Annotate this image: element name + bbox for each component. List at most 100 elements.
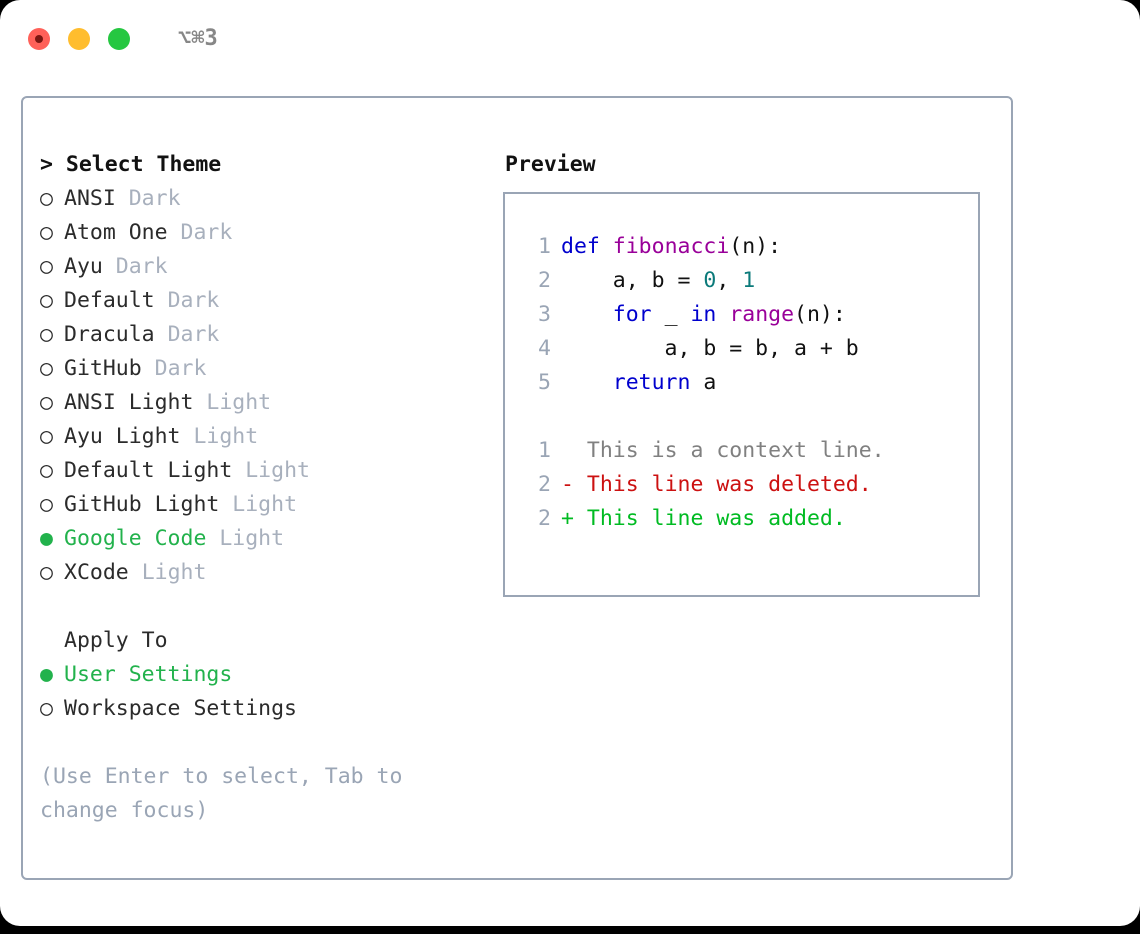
- theme-list-item[interactable]: ○GitHub Light Light: [40, 488, 503, 522]
- radio-unselected-icon: ○: [40, 560, 53, 585]
- title-bar: ⌥⌘3: [0, 0, 1140, 78]
- diff-sign: +: [561, 506, 574, 531]
- code-token: a, b = b, a + b: [561, 336, 859, 361]
- line-number: 3: [538, 302, 551, 327]
- apply-to-option[interactable]: ○Workspace Settings: [40, 692, 503, 726]
- theme-name: Ayu Light: [64, 424, 181, 449]
- theme-list-item[interactable]: ○Dracula Dark: [40, 318, 503, 352]
- spacer: [142, 356, 155, 381]
- maximize-button[interactable]: [108, 28, 130, 50]
- diff-sign: -: [561, 472, 574, 497]
- line-number: 2: [538, 506, 551, 531]
- theme-name: XCode: [64, 560, 129, 585]
- code-token: (n):: [729, 234, 782, 259]
- spacer: [129, 560, 142, 585]
- spacer: [232, 458, 245, 483]
- theme-category: Light: [245, 458, 310, 483]
- window-title: ⌥⌘3: [178, 26, 218, 51]
- theme-name: Default Light: [64, 458, 233, 483]
- radio-unselected-icon: ○: [40, 186, 53, 211]
- keyboard-hint: (Use Enter to select, Tab to change focu…: [40, 764, 403, 823]
- theme-list-item[interactable]: ●Google Code Light: [40, 522, 503, 556]
- code-token: (n):: [794, 302, 846, 327]
- apply-to-label: User Settings: [64, 662, 233, 687]
- diff-sample: 1 This is a context line. 2- This line wa…: [525, 434, 978, 536]
- theme-name: Dracula: [64, 322, 155, 347]
- code-token: return: [612, 370, 691, 395]
- theme-category: Dark: [128, 186, 181, 211]
- theme-category: Light: [232, 492, 298, 517]
- code-token: range: [729, 302, 795, 327]
- theme-list[interactable]: ○ANSI Dark○Atom One Dark○Ayu Dark○Defaul…: [40, 182, 503, 590]
- code-line: 2 a, b = 0, 1: [525, 264, 978, 298]
- theme-list-item[interactable]: ○Default Dark: [40, 284, 503, 318]
- line-number: 2: [538, 268, 551, 293]
- code-token: a: [690, 370, 717, 395]
- spacer: [181, 424, 194, 449]
- theme-list-item[interactable]: ○ANSI Dark: [40, 182, 503, 216]
- apply-to-list[interactable]: ● User Settings ○Workspace Settings: [40, 658, 503, 726]
- spacer: [574, 472, 587, 497]
- close-button[interactable]: [28, 28, 50, 50]
- code-token: ,: [716, 268, 743, 293]
- minimize-button[interactable]: [68, 28, 90, 50]
- preview-heading: Preview: [505, 152, 596, 177]
- theme-category: Light: [141, 560, 207, 585]
- apply-to-label: Workspace Settings: [64, 696, 297, 721]
- diff-text: This line was added.: [586, 506, 846, 531]
- theme-category: Light: [219, 526, 285, 551]
- theme-category: Dark: [180, 220, 233, 245]
- theme-list-item[interactable]: ○GitHub Dark: [40, 352, 503, 386]
- theme-category: Dark: [115, 254, 168, 279]
- theme-list-item[interactable]: ○ANSI Light Light: [40, 386, 503, 420]
- theme-name: GitHub: [64, 356, 142, 381]
- spacer: [206, 526, 219, 551]
- spacer: [155, 288, 168, 313]
- diff-line: 1 This is a context line.: [525, 434, 978, 468]
- line-number: 2: [538, 472, 551, 497]
- theme-name: ANSI Light: [64, 390, 194, 415]
- code-token: 0: [703, 268, 717, 293]
- theme-name: Ayu: [64, 254, 103, 279]
- spacer: [103, 254, 116, 279]
- code-token: def: [561, 234, 600, 259]
- spacer: [155, 322, 168, 347]
- apply-to-heading: Apply To: [64, 628, 168, 653]
- spacer: [574, 438, 587, 463]
- code-token: _: [651, 302, 691, 327]
- theme-name: Atom One: [64, 220, 168, 245]
- theme-category: Dark: [154, 356, 207, 381]
- line-number: 1: [538, 438, 551, 463]
- theme-category: Light: [193, 424, 259, 449]
- spacer: [574, 506, 587, 531]
- theme-selection-pane: > Select Theme ○ANSI Dark○Atom One Dark○…: [23, 98, 503, 878]
- line-number: 5: [538, 370, 551, 395]
- code-token: [716, 302, 729, 327]
- select-theme-heading: > Select Theme: [40, 152, 222, 177]
- theme-list-item[interactable]: ○ XCode Light: [40, 556, 503, 590]
- diff-line: 2 + This line was added.: [525, 502, 978, 536]
- dialog-card: > Select Theme ○ANSI Dark○Atom One Dark○…: [21, 96, 1013, 880]
- code-token: for: [612, 302, 652, 327]
- theme-name: Google Code: [64, 526, 207, 551]
- theme-name: Default: [64, 288, 155, 313]
- radio-selected-icon: ●: [40, 662, 53, 687]
- diff-text: This line was deleted.: [586, 472, 872, 497]
- traffic-lights: [28, 28, 130, 50]
- theme-list-item[interactable]: ○Ayu Light Light: [40, 420, 503, 454]
- spacer: [168, 220, 181, 245]
- theme-list-item[interactable]: ○Atom One Dark: [40, 216, 503, 250]
- code-line: 4 a, b = b, a + b: [525, 332, 978, 366]
- diff-sign: [561, 438, 574, 463]
- apply-to-option[interactable]: ● User Settings: [40, 658, 503, 692]
- theme-list-item[interactable]: ○Default Light Light: [40, 454, 503, 488]
- theme-category: Dark: [167, 322, 220, 347]
- radio-unselected-icon: ○: [40, 390, 53, 415]
- theme-list-item[interactable]: ○Ayu Dark: [40, 250, 503, 284]
- code-token: [561, 370, 613, 395]
- spacer: [525, 400, 978, 434]
